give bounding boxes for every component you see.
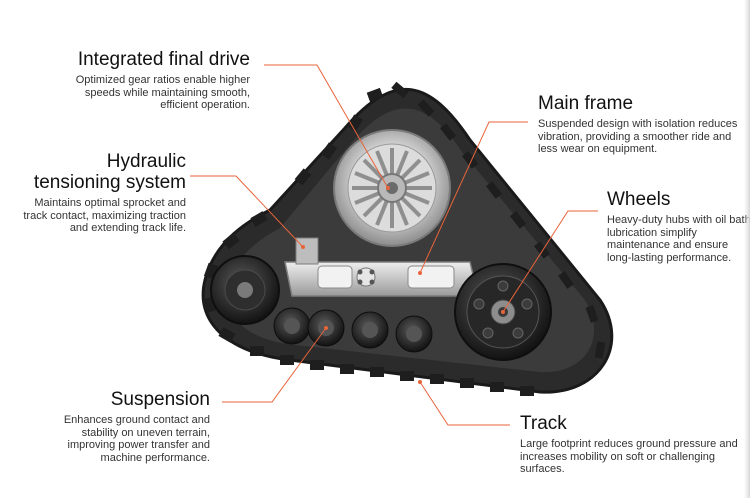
suspension-bogie-wheels	[273, 307, 433, 353]
callout-suspension: Suspension Enhances ground contact and s…	[40, 389, 210, 464]
hydraulic-description: Maintains optimal sprocket and track con…	[23, 197, 186, 234]
final-drive-sprocket	[333, 129, 451, 247]
right-edge-shade	[744, 0, 750, 498]
hydraulic-title: Hydraulic tensioning system	[20, 151, 186, 193]
suspension-title: Suspension	[110, 389, 210, 410]
final-drive-description: Optimized gear ratios enable higher spee…	[75, 74, 250, 111]
leader-line-track	[419, 381, 510, 426]
callout-final-drive: Integrated final drive Optimized gear ra…	[50, 49, 250, 112]
leader-line-suspension	[222, 327, 327, 403]
leader-line-final-drive	[264, 64, 389, 189]
leader-lines	[190, 64, 598, 426]
suspension-description: Enhances ground contact and stability on…	[63, 414, 210, 464]
callout-hydraulic-tensioning: Hydraulic tensioning system Maintains op…	[20, 151, 186, 235]
track-description: Large footprint reduces ground pressure …	[520, 438, 738, 475]
callout-wheels: Wheels Heavy-duty hubs with oil bath lub…	[607, 189, 750, 264]
main-frame	[284, 237, 479, 297]
final-drive-title: Integrated final drive	[77, 49, 250, 70]
leader-line-hydraulic	[190, 175, 304, 248]
leader-line-main-frame	[419, 121, 528, 274]
main-frame-description: Suspended design with isolation reduces …	[538, 118, 738, 155]
main-frame-title: Main frame	[538, 93, 634, 114]
callout-main-frame: Main frame Suspended design with isolati…	[538, 93, 738, 156]
hydraulic-title-line1: Hydraulic	[106, 151, 186, 172]
wheels-title: Wheels	[607, 189, 671, 210]
wheels-description: Heavy-duty hubs with oil bath lubricatio…	[607, 214, 750, 264]
front-idler-wheel	[210, 255, 280, 325]
callout-track: Track Large footprint reduces ground pre…	[520, 413, 745, 476]
track-title: Track	[520, 413, 567, 434]
leader-line-wheels	[502, 210, 598, 313]
leader-dots	[301, 186, 505, 384]
hydraulic-title-line2: tensioning system	[33, 172, 186, 193]
